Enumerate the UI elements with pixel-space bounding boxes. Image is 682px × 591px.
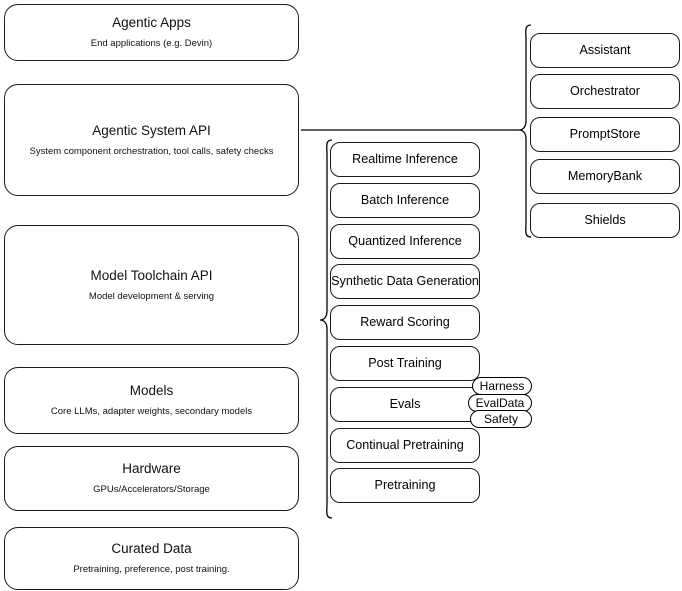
layer-subtitle: System component orchestration, tool cal… — [29, 145, 274, 157]
layer-title: Models — [129, 383, 174, 399]
layer-title: Hardware — [122, 461, 181, 477]
layer-title: Agentic System API — [92, 122, 211, 138]
layer-title: Agentic Apps — [112, 15, 191, 31]
capability-evals[interactable]: Evals — [330, 387, 480, 422]
layer-curated-data[interactable]: Curated Data Pretraining, preference, po… — [4, 527, 299, 590]
capability-label: Pretraining — [374, 477, 436, 492]
component-label: MemoryBank — [567, 168, 643, 183]
layer-title: Curated Data — [111, 541, 192, 557]
capability-label: Reward Scoring — [360, 314, 450, 329]
layer-subtitle: Model development & serving — [88, 290, 215, 302]
capability-label: Post Training — [368, 355, 442, 370]
component-promptstore[interactable]: PromptStore — [530, 117, 680, 152]
capability-continual-pretraining[interactable]: Continual Pretraining — [330, 428, 480, 463]
layer-title: Model Toolchain API — [90, 267, 213, 283]
eval-chip-label: Safety — [483, 412, 519, 426]
eval-chip-label: EvalData — [475, 396, 525, 410]
capability-label: Evals — [389, 396, 421, 411]
layer-models[interactable]: Models Core LLMs, adapter weights, secon… — [4, 367, 299, 434]
capability-label: Quantized Inference — [348, 233, 462, 248]
layer-subtitle: GPUs/Accelerators/Storage — [93, 484, 210, 495]
capability-synthetic-data-generation[interactable]: Synthetic Data Generation — [330, 264, 480, 299]
eval-chip-label: Harness — [479, 379, 525, 393]
eval-chip-harness[interactable]: Harness — [472, 377, 532, 395]
layer-subtitle: End applications (e.g. Devin) — [90, 38, 213, 49]
component-label: PromptStore — [569, 126, 641, 141]
component-label: Assistant — [579, 42, 631, 57]
capability-post-training[interactable]: Post Training — [330, 346, 480, 381]
component-shields[interactable]: Shields — [530, 203, 680, 238]
capability-realtime-inference[interactable]: Realtime Inference — [330, 142, 480, 177]
layer-model-toolchain-api[interactable]: Model Toolchain API Model development & … — [4, 225, 299, 345]
layer-hardware[interactable]: Hardware GPUs/Accelerators/Storage — [4, 446, 299, 511]
capability-quantized-inference[interactable]: Quantized Inference — [330, 224, 480, 259]
capability-label: Batch Inference — [360, 192, 450, 207]
eval-chip-safety[interactable]: Safety — [470, 410, 532, 428]
layer-agentic-apps[interactable]: Agentic Apps End applications (e.g. Devi… — [4, 4, 299, 61]
layer-subtitle: Core LLMs, adapter weights, secondary mo… — [50, 406, 253, 417]
capability-batch-inference[interactable]: Batch Inference — [330, 183, 480, 218]
component-assistant[interactable]: Assistant — [530, 33, 680, 68]
capability-label: Realtime Inference — [352, 151, 458, 166]
capability-label: Synthetic Data Generation — [331, 273, 479, 288]
capability-label: Continual Pretraining — [346, 437, 464, 452]
capability-pretraining[interactable]: Pretraining — [330, 468, 480, 503]
layer-subtitle: Pretraining, preference, post training. — [73, 564, 230, 575]
component-label: Orchestrator — [570, 83, 640, 98]
component-memorybank[interactable]: MemoryBank — [530, 159, 680, 194]
capability-reward-scoring[interactable]: Reward Scoring — [330, 305, 480, 340]
component-orchestrator[interactable]: Orchestrator — [530, 74, 680, 109]
layer-agentic-system-api[interactable]: Agentic System API System component orch… — [4, 84, 299, 196]
component-label: Shields — [584, 212, 626, 227]
